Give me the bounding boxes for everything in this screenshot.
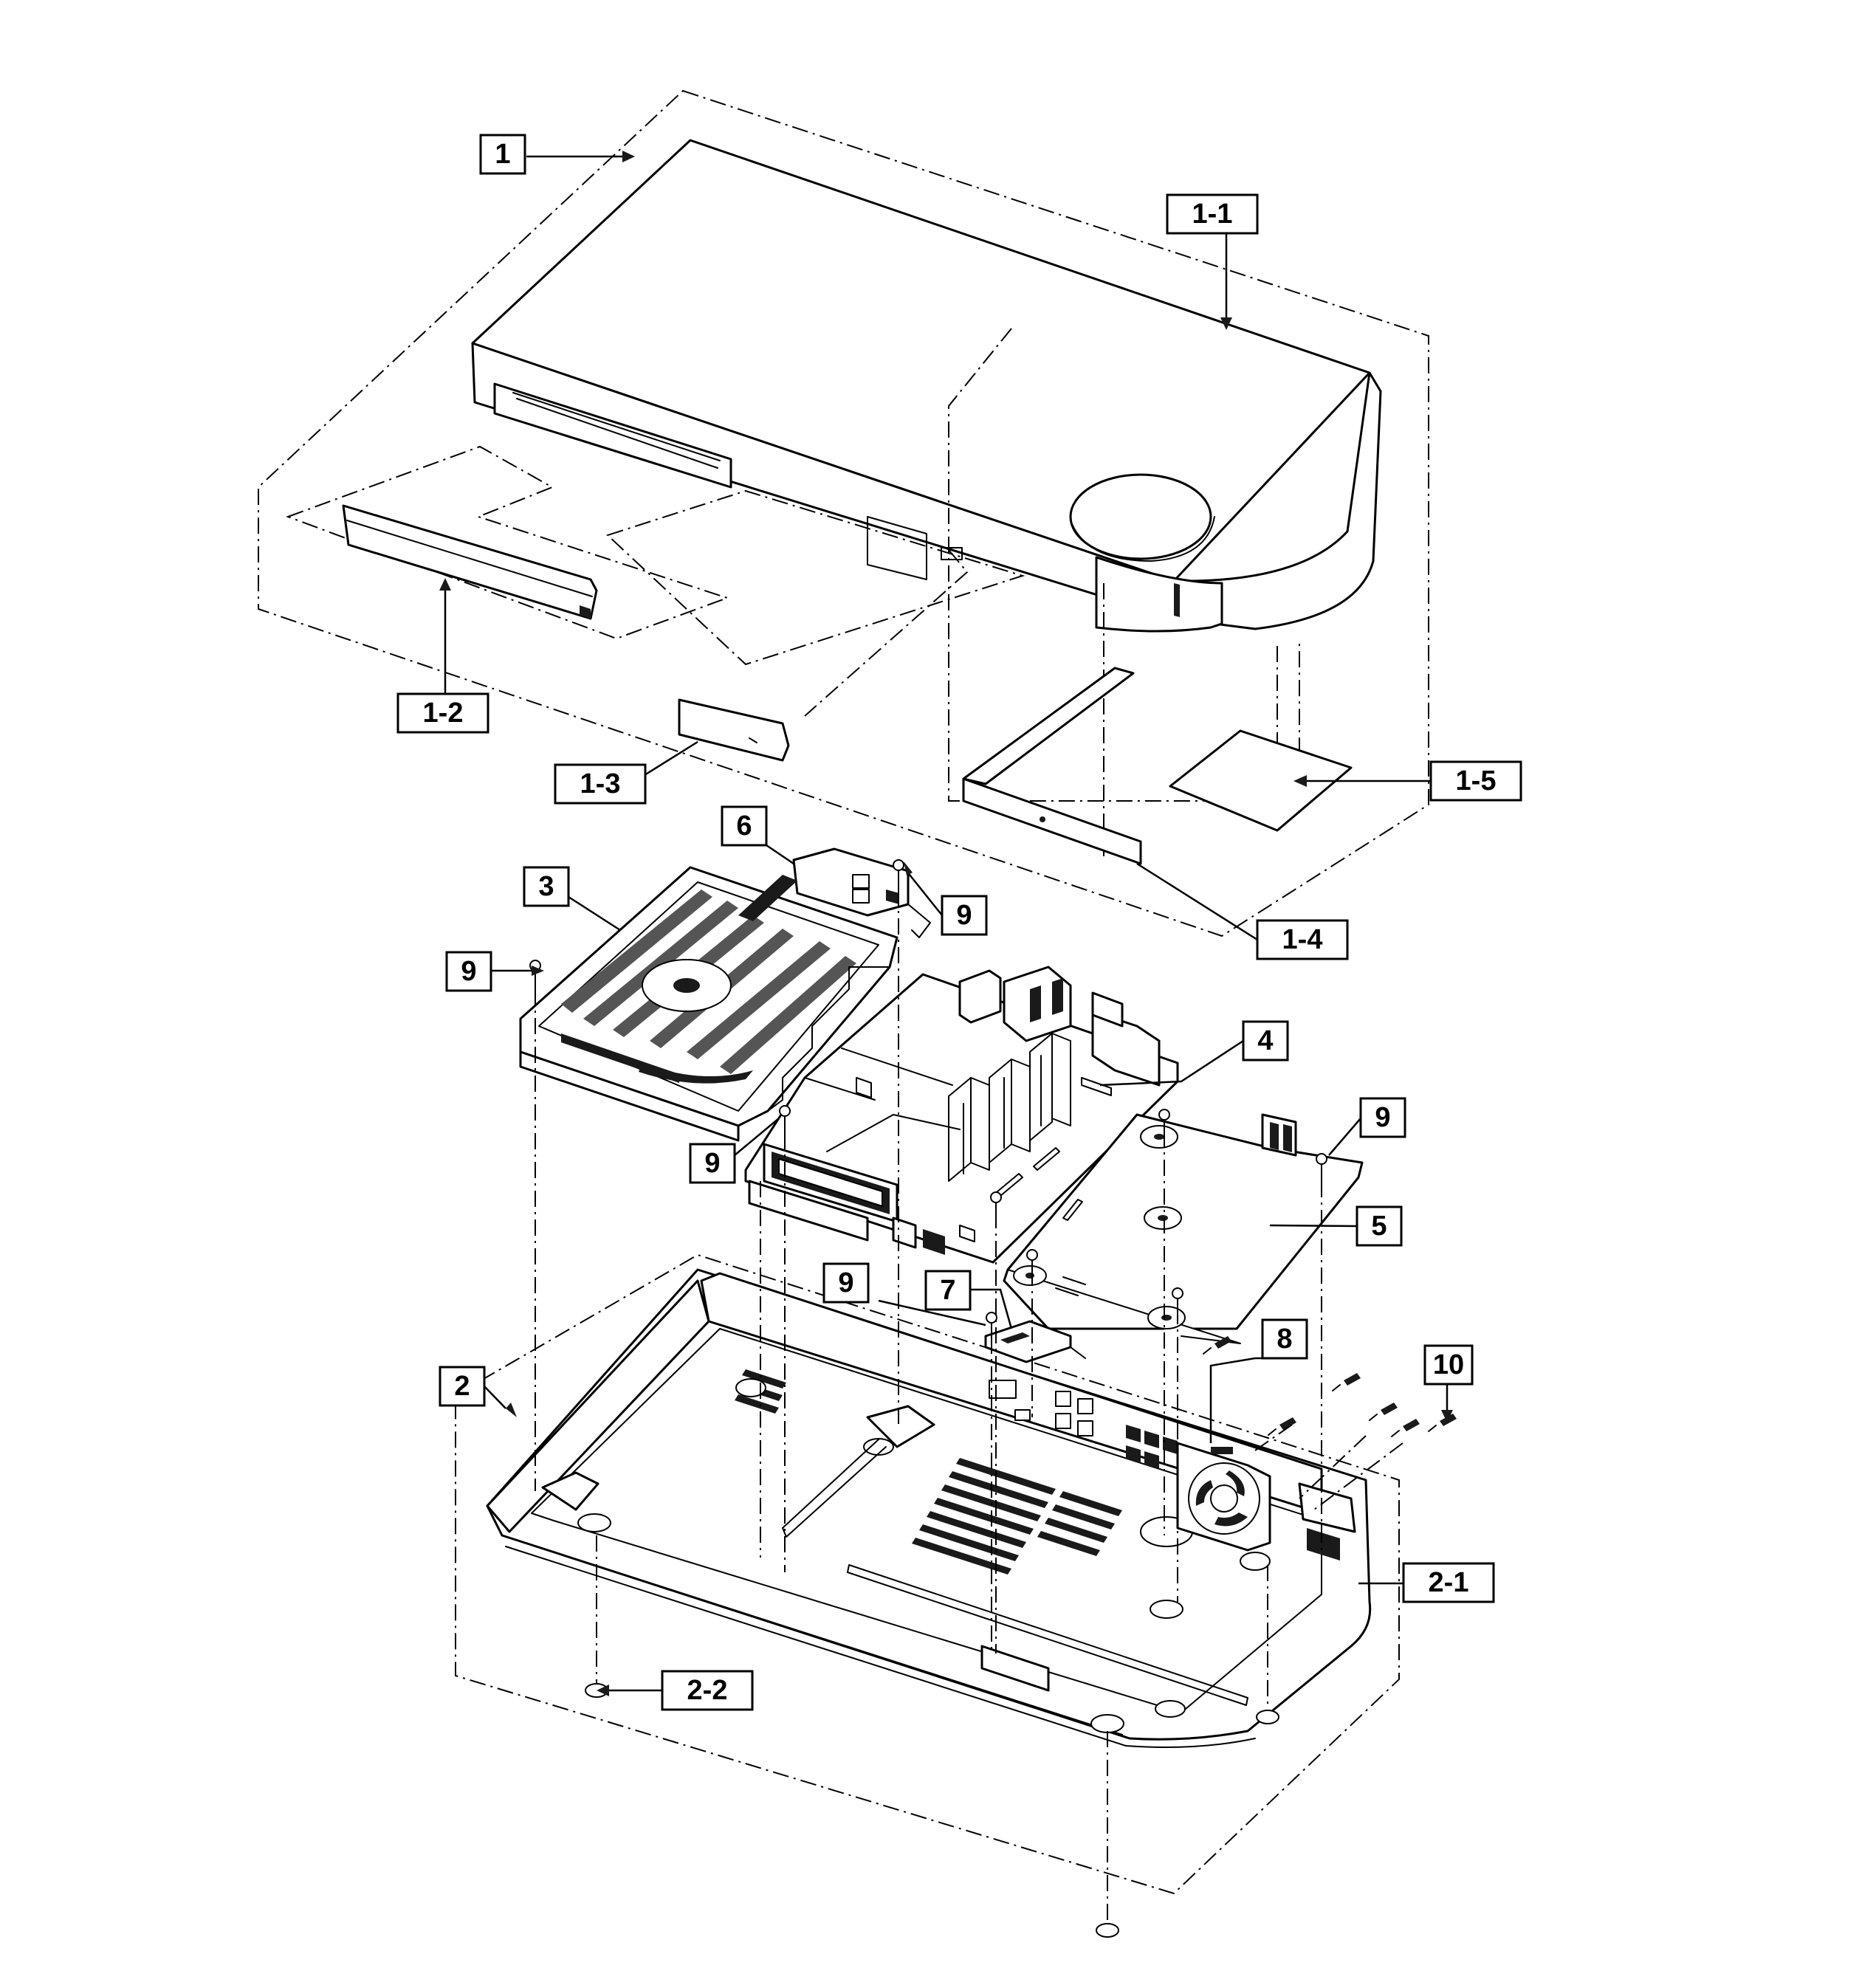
callout-1-2: 1-2 (396, 692, 489, 734)
top-cover-group-outline (258, 89, 1429, 937)
callout-1-5-label: 1-5 (1456, 765, 1497, 796)
callout-9-middle-label: 9 (838, 1267, 853, 1298)
callout-1-2-label: 1-2 (423, 698, 464, 729)
callout-1-3: 1-3 (554, 763, 647, 805)
leader-lines (444, 155, 1449, 1692)
callout-7-label: 7 (940, 1275, 955, 1306)
board-mount-rings (1013, 1125, 1186, 1329)
callout-9-top: 9 (941, 895, 988, 936)
screw-9-top (893, 859, 904, 890)
heatsinks (948, 1033, 1071, 1182)
top-cover-part (471, 139, 1382, 633)
callout-2-2-label: 2-2 (687, 1675, 728, 1706)
callout-1-3-label: 1-3 (580, 768, 621, 799)
callout-1-label: 1 (495, 139, 510, 170)
callout-9-middle: 9 (822, 1262, 870, 1304)
long-bracket-part (962, 667, 1142, 865)
callout-9-board: 9 (689, 1143, 736, 1184)
callout-7: 7 (924, 1270, 972, 1311)
callout-9-right-label: 9 (1375, 1102, 1390, 1133)
callout-6: 6 (721, 805, 768, 847)
callout-9-board-label: 9 (704, 1148, 720, 1179)
main-board-part (744, 966, 1179, 1264)
chassis-feet (577, 1378, 1271, 1733)
callout-5-label: 5 (1371, 1211, 1387, 1242)
callout-9-right: 9 (1359, 1097, 1406, 1138)
rear-jack-holes (989, 1380, 1178, 1469)
callout-2-label: 2 (454, 1371, 470, 1402)
callout-10-label: 10 (1433, 1349, 1464, 1380)
callout-3-label: 3 (538, 871, 554, 902)
callout-1-4: 1-4 (1256, 919, 1349, 960)
callout-1-1: 1-1 (1166, 193, 1259, 235)
callout-9-left-label: 9 (461, 956, 476, 987)
callout-1: 1 (479, 134, 526, 175)
screw-9-board (779, 1105, 791, 1134)
screw-board-extra (990, 1109, 1183, 1309)
callout-8: 8 (1261, 1318, 1308, 1360)
alignment-lines (535, 890, 1403, 1923)
callout-2-1-label: 2-1 (1429, 1567, 1469, 1598)
label-sheet-part (1169, 729, 1353, 832)
rubber-feet (585, 1683, 1279, 1938)
callout-4-label: 4 (1257, 1025, 1273, 1056)
bottom-chassis-part (486, 1268, 1372, 1749)
front-trim-strip-part (342, 504, 598, 620)
callout-1-1-label: 1-1 (1192, 199, 1233, 230)
drive-internal-detail (561, 875, 856, 1084)
secondary-board-part (1003, 1113, 1364, 1344)
callout-10: 10 (1423, 1344, 1474, 1386)
callout-2-1: 2-1 (1402, 1562, 1495, 1603)
callout-2-2: 2-2 (661, 1670, 754, 1711)
top-cover-sub-outlines (286, 328, 1300, 856)
bottom-chassis-group-outline (455, 1253, 1400, 1895)
callout-5: 5 (1356, 1205, 1403, 1247)
screw-9-middle (986, 1312, 997, 1338)
callout-3: 3 (523, 866, 570, 907)
small-top-board-part (792, 847, 931, 938)
callout-1-5: 1-5 (1429, 760, 1522, 802)
callout-1-4-label: 1-4 (1282, 924, 1323, 955)
arrowheads (439, 151, 1453, 1696)
callout-9-left: 9 (445, 951, 492, 992)
cooling-fan-part (1176, 1442, 1271, 1552)
rear-panel-screws (1203, 1336, 1457, 1437)
small-plate-part (678, 698, 790, 762)
small-middle-board-part (984, 1320, 1086, 1363)
callout-6-label: 6 (736, 811, 752, 842)
callout-2: 2 (439, 1366, 486, 1407)
callout-4: 4 (1242, 1020, 1289, 1061)
screw-9-right (1316, 1153, 1327, 1182)
callout-9-top-label: 9 (956, 900, 972, 931)
disc-drive-mechanism-part (519, 866, 899, 1142)
callout-8-label: 8 (1277, 1324, 1292, 1355)
